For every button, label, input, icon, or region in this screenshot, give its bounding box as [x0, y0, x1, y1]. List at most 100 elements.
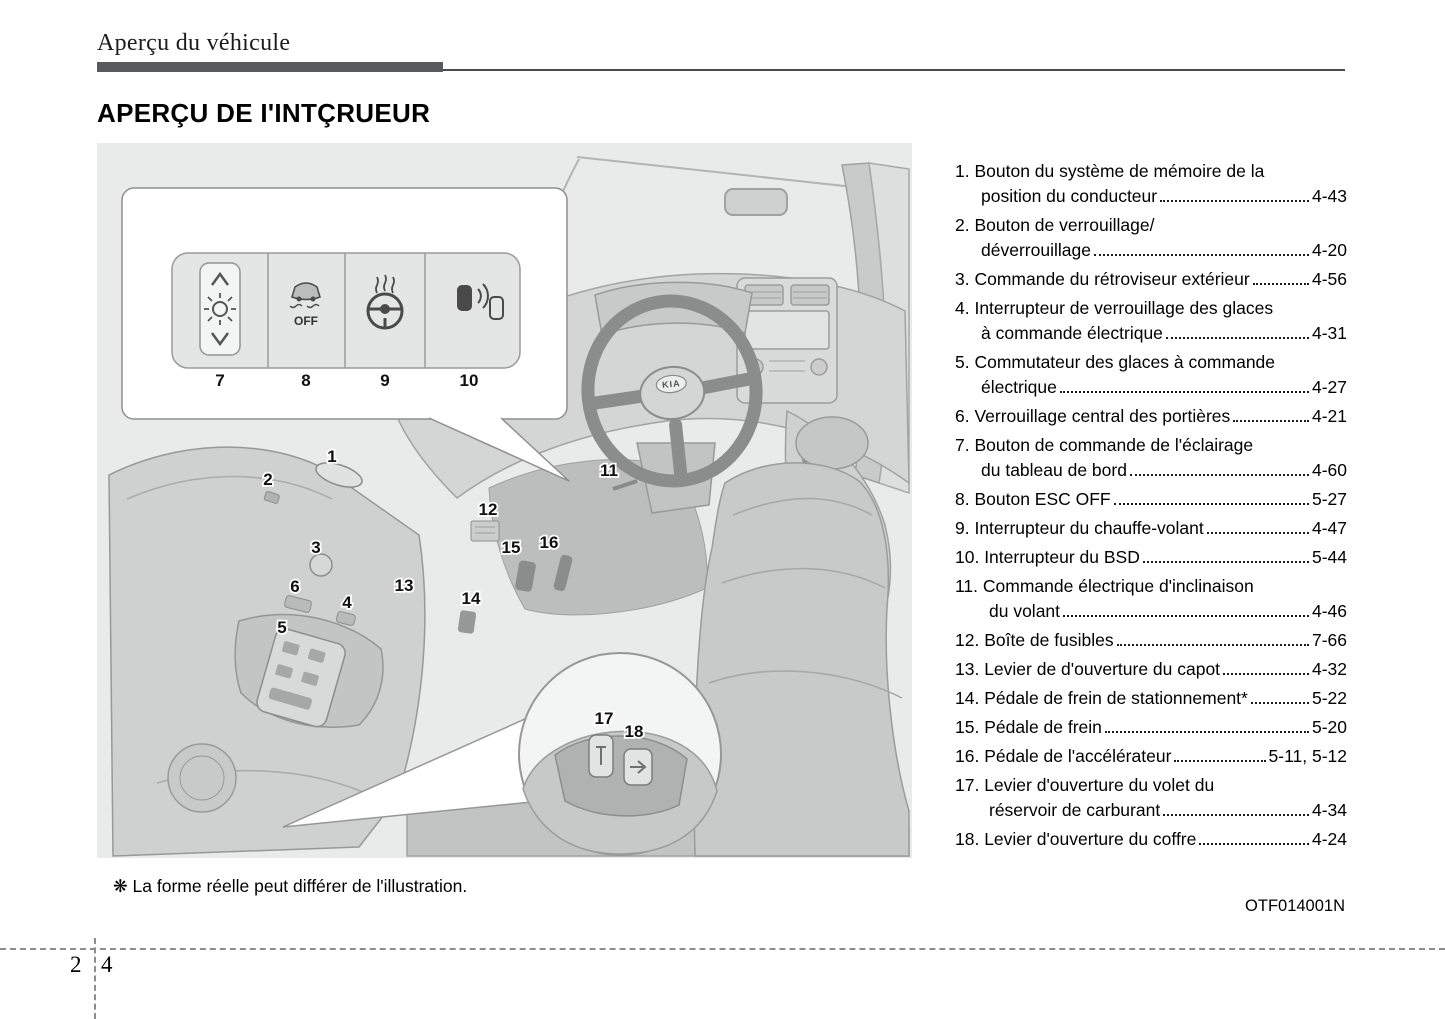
leader-dots	[1116, 644, 1309, 646]
legend-item-page-ref: 4-34	[1311, 800, 1347, 820]
figure-code: OTF014001N	[1245, 897, 1345, 915]
marker-13: 13	[395, 576, 414, 595]
marker-5: 5	[277, 618, 286, 637]
instrument-cluster	[594, 281, 753, 336]
leader-dots	[1174, 760, 1266, 762]
legend-item-text: 6. Verrouillage central des portières	[955, 406, 1231, 426]
legend-item-page-ref: 4-56	[1311, 269, 1347, 289]
legend-item-line: 11. Commande électrique d'inclinaison	[955, 576, 1254, 596]
marker-12: 12	[479, 500, 498, 519]
chapter-title: Aperçu du véhicule	[97, 30, 291, 56]
legend-item-leader-row: 14. Pédale de frein de stationnement*5-2…	[955, 686, 1347, 711]
interior-svg: KIA	[97, 143, 912, 858]
legend-item-text: du volant	[989, 601, 1061, 621]
marker-16: 16	[540, 533, 559, 552]
trunk-lever	[623, 748, 653, 786]
leader-dots	[1129, 474, 1309, 476]
window-lock-switch	[335, 611, 356, 626]
audio-display	[744, 310, 830, 350]
legend-item-page-ref: 4-24	[1311, 829, 1347, 849]
leader-dots	[1206, 532, 1309, 534]
leader-dots	[1160, 200, 1309, 202]
interior-illustration: KIA	[97, 143, 912, 858]
fuel-door-lever	[588, 734, 614, 778]
marker-11: 11	[600, 461, 618, 480]
accelerator-pedal	[553, 554, 573, 592]
leader-dots	[1104, 731, 1309, 733]
crop-mark-horizontal	[0, 948, 1445, 950]
legend-item-page-ref: 4-47	[1311, 518, 1347, 538]
legend-item-text: 16. Pédale de l'accélérateur	[955, 746, 1172, 766]
legend-item-leader-row: 9. Interrupteur du chauffe-volant 4-47	[955, 516, 1347, 541]
callout-box: OFF	[121, 187, 570, 482]
header-rule-thick	[97, 62, 443, 72]
legend-item-page-ref: 5-20	[1311, 717, 1347, 737]
legend-item: 5. Commutateur des glaces à commande élec…	[955, 350, 1347, 400]
leader-dots	[1233, 420, 1309, 422]
legend-item-text: déverrouillage	[981, 240, 1091, 260]
legend-item-page-ref: 4-21	[1311, 406, 1347, 426]
leader-dots	[1163, 814, 1309, 816]
legend-item-text: 12. Boîte de fusibles	[955, 630, 1114, 650]
legend-item: 9. Interrupteur du chauffe-volant 4-47	[955, 516, 1347, 541]
legend-item-line: 2. Bouton de verrouillage/	[955, 215, 1155, 235]
legend-item-page-ref: 4-43	[1311, 186, 1347, 206]
header-rule	[97, 62, 1345, 72]
headrest	[795, 416, 869, 470]
legend-item-page-ref: 4-31	[1311, 323, 1347, 343]
legend-item: 4. Interrupteur de verrouillage des glac…	[955, 296, 1347, 346]
panel-brightness-button-icon	[199, 262, 241, 356]
door-panel	[108, 446, 426, 857]
esc-off-button-icon: OFF	[289, 282, 321, 328]
fuse-box	[470, 520, 500, 542]
tilt-lever	[612, 479, 638, 491]
legend-item-page-ref: 5-27	[1311, 489, 1347, 509]
header-rule-thin	[97, 69, 1345, 71]
marker-1: 1	[327, 447, 336, 466]
marker-15: 15	[502, 538, 521, 557]
marker-18: 18	[625, 722, 644, 741]
legend-item-text: du tableau de bord	[981, 460, 1127, 480]
leader-dots	[1093, 254, 1309, 256]
section-title: APERÇU DE I'INTÇRUEUR	[97, 98, 431, 128]
legend-item-line: 5. Commutateur des glaces à commande	[955, 352, 1276, 372]
page-number-page: 4	[101, 952, 113, 977]
legend-item: 11. Commande électrique d'inclinaison du …	[955, 574, 1347, 624]
legend-item-text: réservoir de carburant	[989, 800, 1161, 820]
running-header: Aperçu du véhicule	[97, 30, 1345, 72]
legend-item: 6. Verrouillage central des portières 4-2…	[955, 404, 1347, 429]
marker-4: 4	[342, 593, 352, 612]
legend-item-text: 10. Interrupteur du BSD	[955, 547, 1140, 567]
legend-item-text: 9. Interrupteur du chauffe-volant	[955, 518, 1204, 538]
leader-dots	[1252, 283, 1309, 285]
legend-item-text: 18. Levier d'ouverture du coffre	[955, 829, 1197, 849]
parking-brake-pedal	[457, 610, 477, 634]
mirror-control-knob	[309, 553, 333, 577]
legend-item-line: 7. Bouton de commande de l'éclairage	[955, 435, 1254, 455]
air-vent-right	[790, 284, 830, 306]
kia-logo	[655, 374, 687, 394]
marker-14: 14	[462, 589, 481, 608]
switch-panel	[171, 252, 521, 369]
legend-item: 18. Levier d'ouverture du coffre 4-24	[955, 827, 1347, 852]
legend-item-page-ref: 4-27	[1311, 377, 1347, 397]
marker-2: 2	[263, 470, 272, 489]
leader-dots	[1199, 843, 1309, 845]
legend-item-leader-row: réservoir de carburant 4-34	[955, 798, 1347, 823]
leader-dots	[1165, 337, 1309, 339]
footnote: ❋ La forme réelle peut différer de l'ill…	[113, 876, 468, 896]
